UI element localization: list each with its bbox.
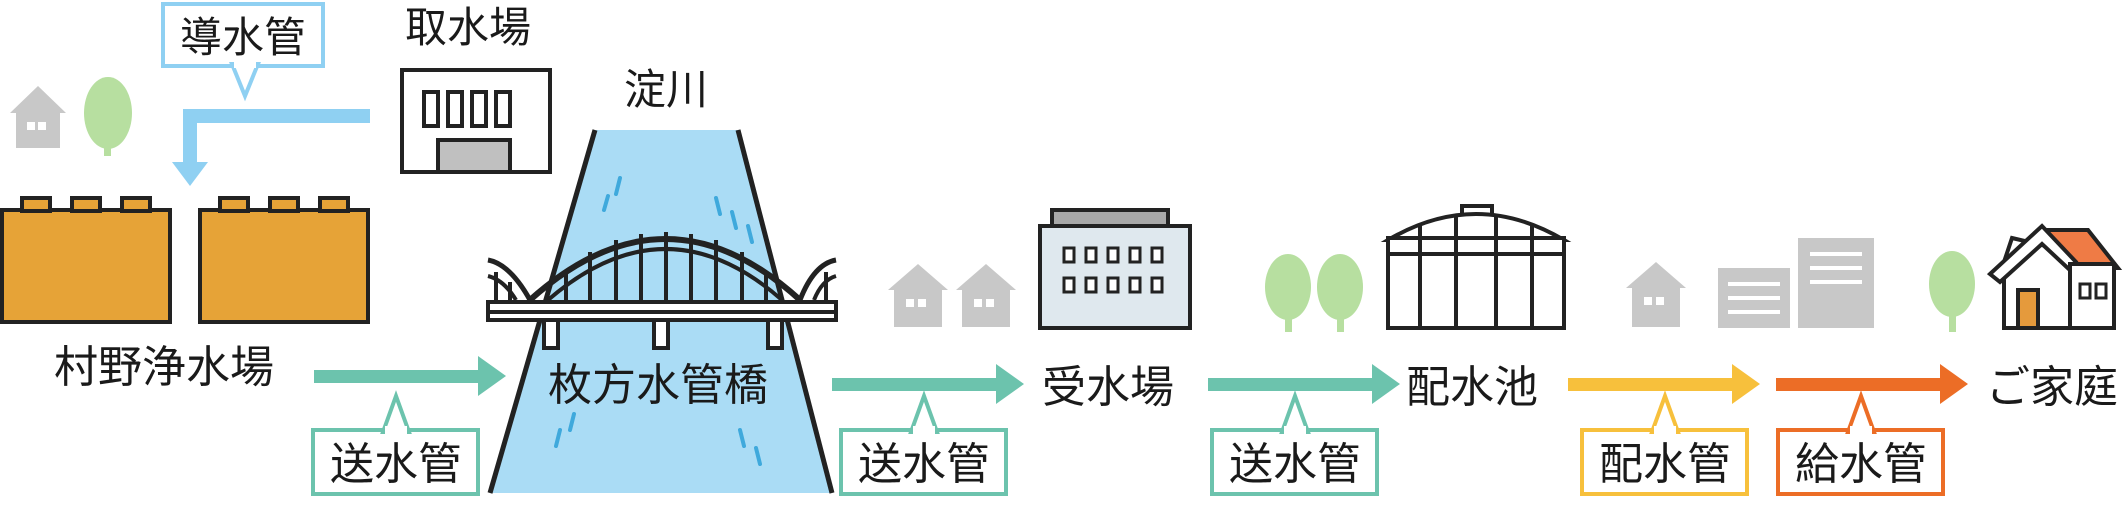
river-label: 淀川 <box>624 65 708 114</box>
transmission-callout-3 <box>1210 390 1379 496</box>
home-icon <box>1986 223 2123 330</box>
home-label: ご家庭 <box>1986 362 2118 413</box>
service-pipe-label: 給水管 <box>1795 439 1927 490</box>
headrace-pipe-arrow <box>172 109 370 186</box>
headrace-callout <box>161 2 325 102</box>
headrace-pipe-label: 導水管 <box>180 13 306 62</box>
transmission-arrow-2 <box>832 364 1024 404</box>
transmission-pipe-label-3: 送水管 <box>1229 439 1361 490</box>
transmission-arrow-1 <box>314 356 506 396</box>
reservoir-icon <box>1380 204 1572 330</box>
distribution-pipe-label: 配水管 <box>1599 439 1731 490</box>
house-icon <box>10 86 66 148</box>
receiving-label: 受水場 <box>1042 362 1174 413</box>
houses-icon <box>888 264 1016 327</box>
transmission-arrow-3 <box>1208 364 1400 404</box>
bridge-icon <box>486 232 838 350</box>
distribution-callout <box>1580 390 1749 496</box>
trees-icon <box>1265 254 1363 332</box>
transmission-pipe-label-2: 送水管 <box>858 439 990 490</box>
reservoir-label: 配水池 <box>1406 362 1538 413</box>
service-callout <box>1776 390 1945 496</box>
tree-icon <box>1929 251 1975 332</box>
transmission-callout-2 <box>839 390 1008 496</box>
transmission-pipe-label-1: 送水管 <box>330 439 462 490</box>
intake-building-icon <box>400 68 552 174</box>
bridge-label: 枚方水管橋 <box>548 360 768 411</box>
buildings-icon <box>1626 238 1874 328</box>
tree-icon <box>84 77 132 156</box>
distribution-arrow <box>1568 364 1760 404</box>
transmission-callout-1 <box>311 390 480 496</box>
intake-label: 取水場 <box>405 3 531 52</box>
service-arrow <box>1776 364 1968 404</box>
plant-label: 村野浄水場 <box>54 342 274 393</box>
treatment-plant-icon <box>0 196 370 324</box>
receiving-station-icon <box>1038 208 1192 330</box>
